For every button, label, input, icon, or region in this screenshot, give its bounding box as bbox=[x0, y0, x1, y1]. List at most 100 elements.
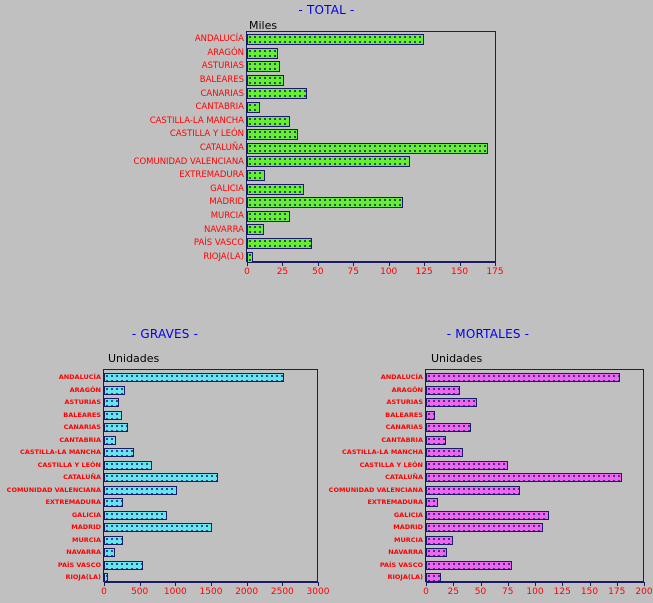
chart-graves-title: - GRAVES - bbox=[131, 327, 199, 341]
bar-row: MURCIA bbox=[0, 534, 330, 547]
bar bbox=[247, 115, 290, 127]
bar bbox=[104, 385, 125, 395]
bar-row: MURCIA bbox=[0, 210, 653, 223]
category-label: MADRID bbox=[209, 197, 244, 208]
axis-tick-label: 0 bbox=[244, 267, 250, 277]
axis-tick bbox=[175, 582, 177, 586]
bar bbox=[104, 485, 177, 495]
axis-tick bbox=[247, 262, 248, 266]
bar-row: CASTILLA-LA MANCHA bbox=[0, 115, 653, 128]
category-label: CATALUÑA bbox=[63, 473, 101, 482]
bar-row: PAÍS VASCO bbox=[323, 559, 653, 572]
axis-tick-label: 50 bbox=[474, 587, 487, 597]
bar-row: ARAGÓN bbox=[0, 47, 653, 60]
chart-mortales-title: - MORTALES - bbox=[446, 327, 530, 341]
category-label: CASTILLA Y LEÓN bbox=[169, 129, 244, 140]
bar bbox=[104, 510, 168, 520]
bar bbox=[426, 423, 471, 432]
axis-tick-label: 500 bbox=[131, 587, 149, 597]
bar bbox=[247, 156, 410, 168]
bar-row: COMUNIDAD VALENCIANA bbox=[323, 484, 653, 497]
bar bbox=[426, 560, 513, 570]
category-label: CASTILLA Y LEÓN bbox=[359, 460, 423, 469]
bar-row: RIOJA(LA) bbox=[0, 571, 330, 584]
axis-tick bbox=[562, 582, 564, 586]
category-label: RIOJA(LA) bbox=[203, 251, 244, 262]
category-label: COMUNIDAD VALENCIANA bbox=[6, 485, 101, 494]
axis-tick-label: 125 bbox=[415, 267, 433, 277]
bar bbox=[104, 423, 129, 432]
bar bbox=[104, 523, 213, 532]
axis-tick bbox=[589, 582, 591, 586]
axis-tick bbox=[246, 582, 248, 586]
category-label: NAVARRA bbox=[204, 224, 244, 235]
category-label: CATALUÑA bbox=[199, 143, 244, 154]
category-label: MURCIA bbox=[394, 535, 423, 544]
axis-tick bbox=[426, 582, 427, 586]
bar-row: CANTABRIA bbox=[0, 434, 330, 447]
axis-tick bbox=[282, 262, 284, 266]
bar bbox=[426, 510, 550, 520]
bar bbox=[426, 398, 478, 407]
bar-row: GALICIA bbox=[0, 509, 330, 522]
bar bbox=[426, 473, 623, 482]
bar bbox=[104, 548, 116, 557]
bar bbox=[104, 435, 117, 445]
axis-tick-label: 100 bbox=[380, 267, 398, 277]
category-label: GALICIA bbox=[71, 510, 101, 519]
category-label: COMUNIDAD VALENCIANA bbox=[328, 485, 423, 494]
bar-row: COMUNIDAD VALENCIANA bbox=[0, 484, 330, 497]
category-label: EXTREMADURA bbox=[45, 498, 101, 507]
category-label: COMUNIDAD VALENCIANA bbox=[133, 156, 244, 167]
bar-row: EXTREMADURA bbox=[0, 496, 330, 509]
bar bbox=[247, 170, 266, 181]
category-label: PAÍS VASCO bbox=[379, 560, 423, 569]
bar-row: ARAGÓN bbox=[323, 384, 653, 397]
axis-tick-label: 25 bbox=[276, 267, 289, 277]
bar bbox=[247, 47, 279, 59]
bar bbox=[247, 88, 307, 100]
bar-row: CATALUÑA bbox=[0, 471, 330, 484]
bar bbox=[247, 183, 304, 195]
bar-row: EXTREMADURA bbox=[323, 496, 653, 509]
axis-tick bbox=[388, 262, 390, 266]
category-label: ASTURIAS bbox=[64, 398, 101, 407]
bar-row: MADRID bbox=[323, 521, 653, 534]
bar bbox=[247, 251, 253, 263]
axis-tick-label: 150 bbox=[580, 587, 599, 597]
bar bbox=[104, 573, 109, 582]
bar bbox=[426, 460, 508, 470]
bar-row: CASTILLA-LA MANCHA bbox=[0, 446, 330, 459]
bar bbox=[426, 535, 454, 545]
bar bbox=[426, 435, 446, 445]
bar bbox=[426, 410, 435, 420]
bar-row: NAVARRA bbox=[323, 546, 653, 559]
category-label: CASTILLA-LA MANCHA bbox=[342, 448, 423, 457]
axis-tick-label: 2500 bbox=[270, 587, 294, 597]
axis-tick bbox=[318, 582, 319, 586]
bar-row: CANARIAS bbox=[0, 87, 653, 100]
bar-row: ANDALUCÍA bbox=[0, 33, 653, 46]
category-label: RIOJA(LA) bbox=[65, 573, 101, 582]
category-label: PAÍS VASCO bbox=[57, 560, 101, 569]
bar-row: BALEARES bbox=[0, 74, 653, 87]
bar bbox=[104, 535, 123, 545]
chart-mortales-unit-label: Unidades bbox=[431, 352, 483, 365]
bar-row: NAVARRA bbox=[0, 546, 330, 559]
category-label: ARAGÓN bbox=[391, 385, 423, 394]
bar bbox=[104, 560, 144, 570]
bar bbox=[426, 548, 447, 557]
bar bbox=[426, 523, 543, 532]
axis-tick-label: 175 bbox=[608, 587, 626, 597]
axis-tick-label: 125 bbox=[553, 587, 571, 597]
category-label: ASTURIAS bbox=[201, 61, 244, 72]
axis-tick-label: 175 bbox=[486, 267, 504, 277]
bar-row: RIOJA(LA) bbox=[323, 571, 653, 584]
axis-tick bbox=[211, 582, 212, 586]
bar-row: CASTILLA Y LEÓN bbox=[0, 459, 330, 472]
